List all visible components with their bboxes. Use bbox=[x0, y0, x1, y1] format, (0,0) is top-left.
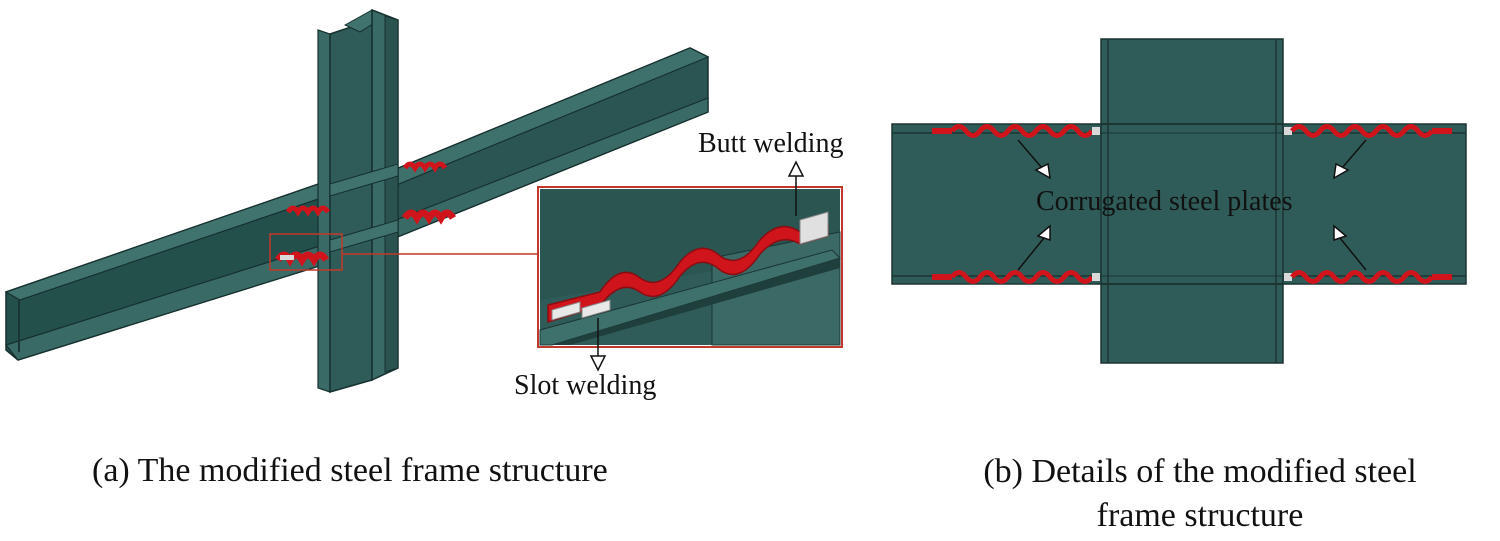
panel-b-plan-view bbox=[891, 38, 1467, 364]
slot-welding-label: Slot welding bbox=[514, 370, 657, 401]
column-plan bbox=[1100, 38, 1284, 364]
caption-a: (a) The modified steel frame structure bbox=[92, 452, 608, 489]
corrugated-plates-beam bbox=[274, 161, 457, 267]
slot-welding-arrow bbox=[589, 318, 607, 372]
panel-a-steel-frame bbox=[4, 8, 843, 393]
beam-back-segment bbox=[343, 47, 710, 260]
callout-source-box bbox=[269, 233, 343, 271]
butt-welding-label: Butt welding bbox=[698, 128, 844, 159]
beam-front-segment bbox=[4, 179, 347, 361]
corrugated-plates-label: Corrugated steel plates bbox=[1036, 186, 1293, 217]
corrugated-arrows bbox=[1017, 139, 1367, 271]
corrugated-plates-plan bbox=[932, 124, 1452, 284]
caption-b-line2: frame structure bbox=[1096, 497, 1304, 534]
butt-welding-arrow bbox=[787, 160, 805, 216]
caption-b-line1: (b) Details of the modified steel bbox=[983, 453, 1417, 490]
caption-b: (b) Details of the modified steel frame … bbox=[905, 450, 1495, 538]
column bbox=[317, 8, 399, 393]
zoom-inset bbox=[537, 186, 843, 348]
